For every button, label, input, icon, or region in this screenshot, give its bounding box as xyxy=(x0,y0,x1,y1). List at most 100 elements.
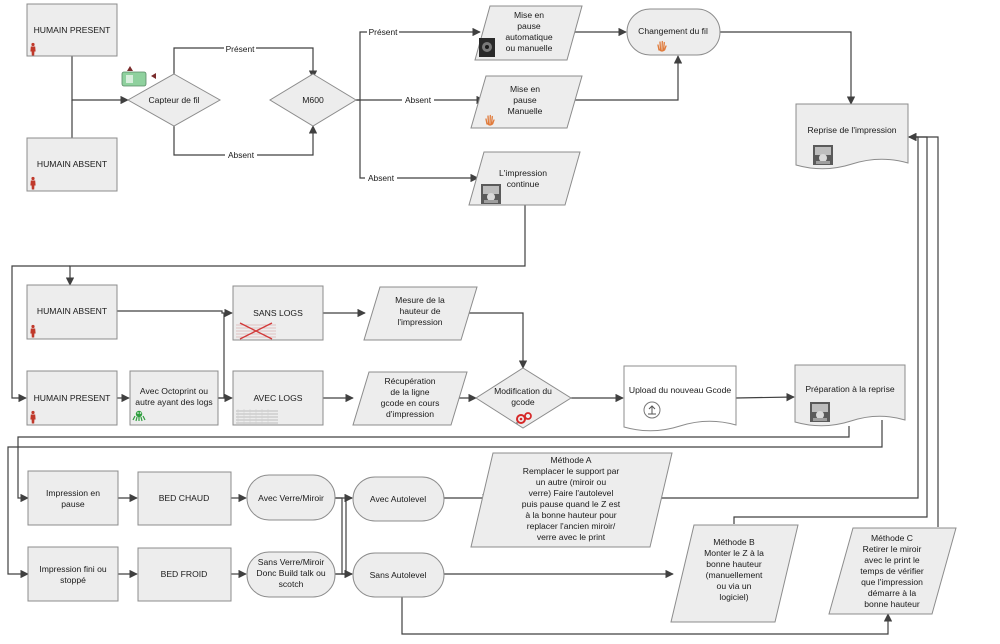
node-label: BED FROID xyxy=(161,569,208,579)
node-label: Reprise de l'impression xyxy=(807,125,896,135)
node-label-line: gcode en cours xyxy=(381,398,440,408)
node-humain-absent-top: HUMAIN ABSENT xyxy=(26,137,118,192)
node-label: HUMAIN ABSENT xyxy=(37,306,108,316)
photo-thumbnail-icon xyxy=(813,145,833,165)
node-sans-verre: Sans Verre/Miroir Donc Build talk ou sco… xyxy=(246,551,336,598)
node-bed-froid: BED FROID xyxy=(137,547,232,602)
edges xyxy=(7,27,939,635)
spool-photo-icon xyxy=(479,38,495,57)
node-label-line: automatique xyxy=(505,32,553,42)
node-label-line: un autre (miroir ou xyxy=(536,477,606,487)
node-label-line: Monter le Z à la xyxy=(704,548,764,558)
node-sans-logs: SANS LOGS xyxy=(232,285,324,341)
node-m600: M600 xyxy=(269,73,357,127)
node-label: SANS LOGS xyxy=(253,308,303,318)
edge-verre-sansautolevel xyxy=(335,497,353,579)
edge-upload-preparation xyxy=(735,392,795,402)
node-label: BED CHAUD xyxy=(159,493,210,503)
node-label-line: hauteur de xyxy=(399,306,440,316)
node-label-line: Méthode A xyxy=(550,455,591,465)
node-label-line: continue xyxy=(507,179,540,189)
node-methode-a: Méthode A Remplacer le support par un au… xyxy=(470,452,673,548)
edge-label-absent-capteur: Absent xyxy=(228,150,255,160)
node-label-line: avec le print le xyxy=(864,555,920,565)
node-label-line: Retirer le miroir xyxy=(863,544,922,554)
node-humain-present-mid: HUMAIN PRESENT xyxy=(26,370,118,426)
node-label-line: Modification du xyxy=(494,386,552,396)
edge-methodea-reprise xyxy=(653,132,919,499)
node-label-line: pause xyxy=(513,95,537,105)
node-label-line: verre avec le print xyxy=(537,532,606,542)
node-recuperation-gcode: Récupération de la ligne gcode en cours … xyxy=(352,371,468,426)
node-avec-verre: Avec Verre/Miroir xyxy=(246,474,336,521)
node-label: HUMAIN ABSENT xyxy=(37,159,108,169)
filament-sensor-icon xyxy=(121,66,156,87)
node-label: Sans Autolevel xyxy=(370,570,427,580)
node-label: AVEC LOGS xyxy=(253,393,302,403)
node-label-line: gcode xyxy=(511,397,535,407)
node-label-line: Mise en xyxy=(514,10,544,20)
node-changement-du-fil: Changement du fil xyxy=(626,8,721,56)
node-bed-chaud: BED CHAUD xyxy=(137,471,232,526)
edge-labels: Présent Absent Présent Absent Absent xyxy=(224,27,434,183)
node-label-line: Méthode C xyxy=(871,533,913,543)
node-label-line: Manuelle xyxy=(508,106,543,116)
node-label-line: bonne hauteur xyxy=(706,559,762,569)
node-label-line: scotch xyxy=(279,579,304,589)
upload-icon[interactable] xyxy=(643,401,661,419)
node-label-line: à la bonne hauteur pour xyxy=(525,510,616,520)
edge-preparation-pause xyxy=(17,426,850,503)
node-methode-c: Méthode C Retirer le miroir avec le prin… xyxy=(828,527,957,615)
edge-preparation-fini xyxy=(7,420,883,579)
edge-changement-reprise xyxy=(720,31,856,105)
node-label-line: Avec Octoprint ou xyxy=(140,386,208,396)
node-label-line: ou manuelle xyxy=(506,43,553,53)
edge-humain-present-capteur xyxy=(71,35,129,105)
node-label-line: l'impression xyxy=(397,317,442,327)
node-label-line: verre) Faire l'autolevel xyxy=(529,488,614,498)
node-label-line: Impression fini ou xyxy=(39,564,107,574)
node-label: HUMAIN PRESENT xyxy=(34,393,112,403)
node-mise-en-pause-manuelle: Mise en pause Manuelle xyxy=(470,75,583,129)
node-reprise-impression: Reprise de l'impression xyxy=(795,103,909,170)
photo-thumbnail-icon xyxy=(481,184,501,204)
node-label-line: logiciel) xyxy=(719,592,748,602)
node-label-line: temps de vérifier xyxy=(860,566,924,576)
node-mise-en-pause-auto: Mise en pause automatique ou manuelle xyxy=(474,5,583,61)
node-label-line: Mise en xyxy=(510,84,540,94)
edge-label-present-m600: Présent xyxy=(369,27,399,37)
node-avec-logs: AVEC LOGS xyxy=(232,370,324,426)
node-label: M600 xyxy=(302,95,324,105)
edge-m600-present xyxy=(356,27,481,101)
node-label-line: puis pause quand le Z est xyxy=(522,499,621,509)
edge-mesure-modification xyxy=(462,312,528,369)
node-label: Préparation à la reprise xyxy=(805,384,895,394)
node-label-line: Méthode B xyxy=(713,537,755,547)
edge-sansverre-avecautolevel xyxy=(335,493,353,575)
node-label-line: stoppé xyxy=(60,575,86,585)
node-label-line: Mesure de la xyxy=(395,295,445,305)
node-label-line: démarre à la xyxy=(868,588,916,598)
node-label-line: Donc Build talk ou xyxy=(256,568,325,578)
node-label-line: Remplacer le support par xyxy=(523,466,620,476)
node-avec-autolevel: Avec Autolevel xyxy=(352,476,445,522)
node-upload-gcode: Upload du nouveau Gcode xyxy=(623,365,737,432)
node-label-line: bonne hauteur xyxy=(864,599,920,609)
log-list-icon xyxy=(236,409,278,424)
edge-label-absent-m600-mid: Absent xyxy=(405,95,432,105)
node-preparation-reprise: Préparation à la reprise xyxy=(794,364,906,427)
node-mesure-hauteur: Mesure de la hauteur de l'impression xyxy=(363,286,478,341)
node-avec-octoprint: Avec Octoprint ou autre ayant des logs xyxy=(129,370,219,426)
edge-methodec-reprise xyxy=(908,132,939,527)
node-label: HUMAIN PRESENT xyxy=(34,25,112,35)
node-label-line: autre ayant des logs xyxy=(135,397,212,407)
edge-label-present-capteur: Présent xyxy=(226,44,256,54)
node-modification-gcode: Modification du gcode xyxy=(475,367,572,429)
photo-thumbnail-icon xyxy=(810,402,830,422)
node-impression-fini: Impression fini ou stoppé xyxy=(27,546,119,602)
edge-octoprint-sanslogs xyxy=(218,313,225,399)
octoprint-icon xyxy=(132,410,146,422)
node-label-line: Impression en xyxy=(46,488,100,498)
node-label: Capteur de fil xyxy=(148,95,199,105)
